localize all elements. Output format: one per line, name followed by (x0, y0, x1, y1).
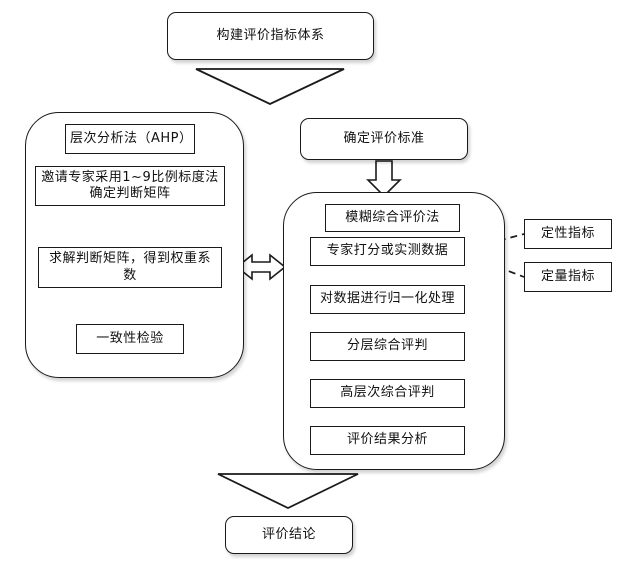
ahp-step-3-box[interactable]: 一致性检验 (76, 324, 184, 354)
body-to-conclusion-triangle (217, 473, 359, 510)
dashed-connector-qualitative (463, 233, 525, 251)
ahp-step-3-label: 一致性检验 (96, 330, 164, 346)
criteria-to-fuzzy-arrow (366, 160, 402, 198)
ahp-step-2-label: 求解判断矩阵，得到权重系数 (48, 251, 211, 283)
fuzzy-step-4-box[interactable]: 高层次综合评判 (310, 379, 465, 408)
title-box-label: 构建评价指标体系 (216, 27, 325, 43)
criteria-box-label: 确定评价标准 (343, 130, 425, 146)
indicator-quantitative-box[interactable]: 定量指标 (524, 262, 612, 292)
ahp-header-box[interactable]: 层次分析法（AHP） (65, 124, 195, 154)
fuzzy-step-2-label: 对数据进行归一化处理 (319, 291, 455, 307)
criteria-box[interactable]: 确定评价标准 (300, 118, 468, 160)
fuzzy-step-3-box[interactable]: 分层综合评判 (310, 332, 465, 361)
title-box[interactable]: 构建评价指标体系 (167, 12, 374, 60)
ahp-step-1-box[interactable]: 邀请专家采用1~9比例标度法确定判断矩阵 (35, 166, 225, 206)
fuzzy-step-5-box[interactable]: 评价结果分析 (310, 426, 465, 455)
dashed-connector-quantitative (463, 253, 525, 278)
fuzzy-header-label: 模糊综合评价法 (345, 209, 440, 225)
title-to-body-triangle (195, 68, 345, 105)
ahp-step-1-label: 邀请专家采用1~9比例标度法确定判断矩阵 (41, 169, 219, 201)
fuzzy-header-box[interactable]: 模糊综合评价法 (325, 204, 460, 232)
fuzzy-step-2-box[interactable]: 对数据进行归一化处理 (310, 285, 465, 314)
fuzzy-step-4-label: 高层次综合评判 (340, 385, 435, 401)
fuzzy-step-1-label: 专家打分或实测数据 (326, 243, 449, 259)
ahp-header-label: 层次分析法（AHP） (70, 130, 193, 146)
ahp-step-2-box[interactable]: 求解判断矩阵，得到权重系数 (38, 247, 222, 288)
fuzzy-step-5-label: 评价结果分析 (346, 432, 428, 448)
fuzzy-step-3-label: 分层综合评判 (346, 338, 428, 354)
ahp-fuzzy-bidirectional-arrow (235, 253, 287, 281)
conclusion-box-label: 评价结论 (261, 526, 316, 542)
conclusion-box[interactable]: 评价结论 (225, 516, 353, 554)
indicator-qualitative-label: 定性指标 (540, 225, 595, 241)
indicator-qualitative-box[interactable]: 定性指标 (524, 219, 612, 249)
fuzzy-step-1-box[interactable]: 专家打分或实测数据 (310, 237, 465, 266)
indicator-quantitative-label: 定量指标 (540, 268, 595, 284)
